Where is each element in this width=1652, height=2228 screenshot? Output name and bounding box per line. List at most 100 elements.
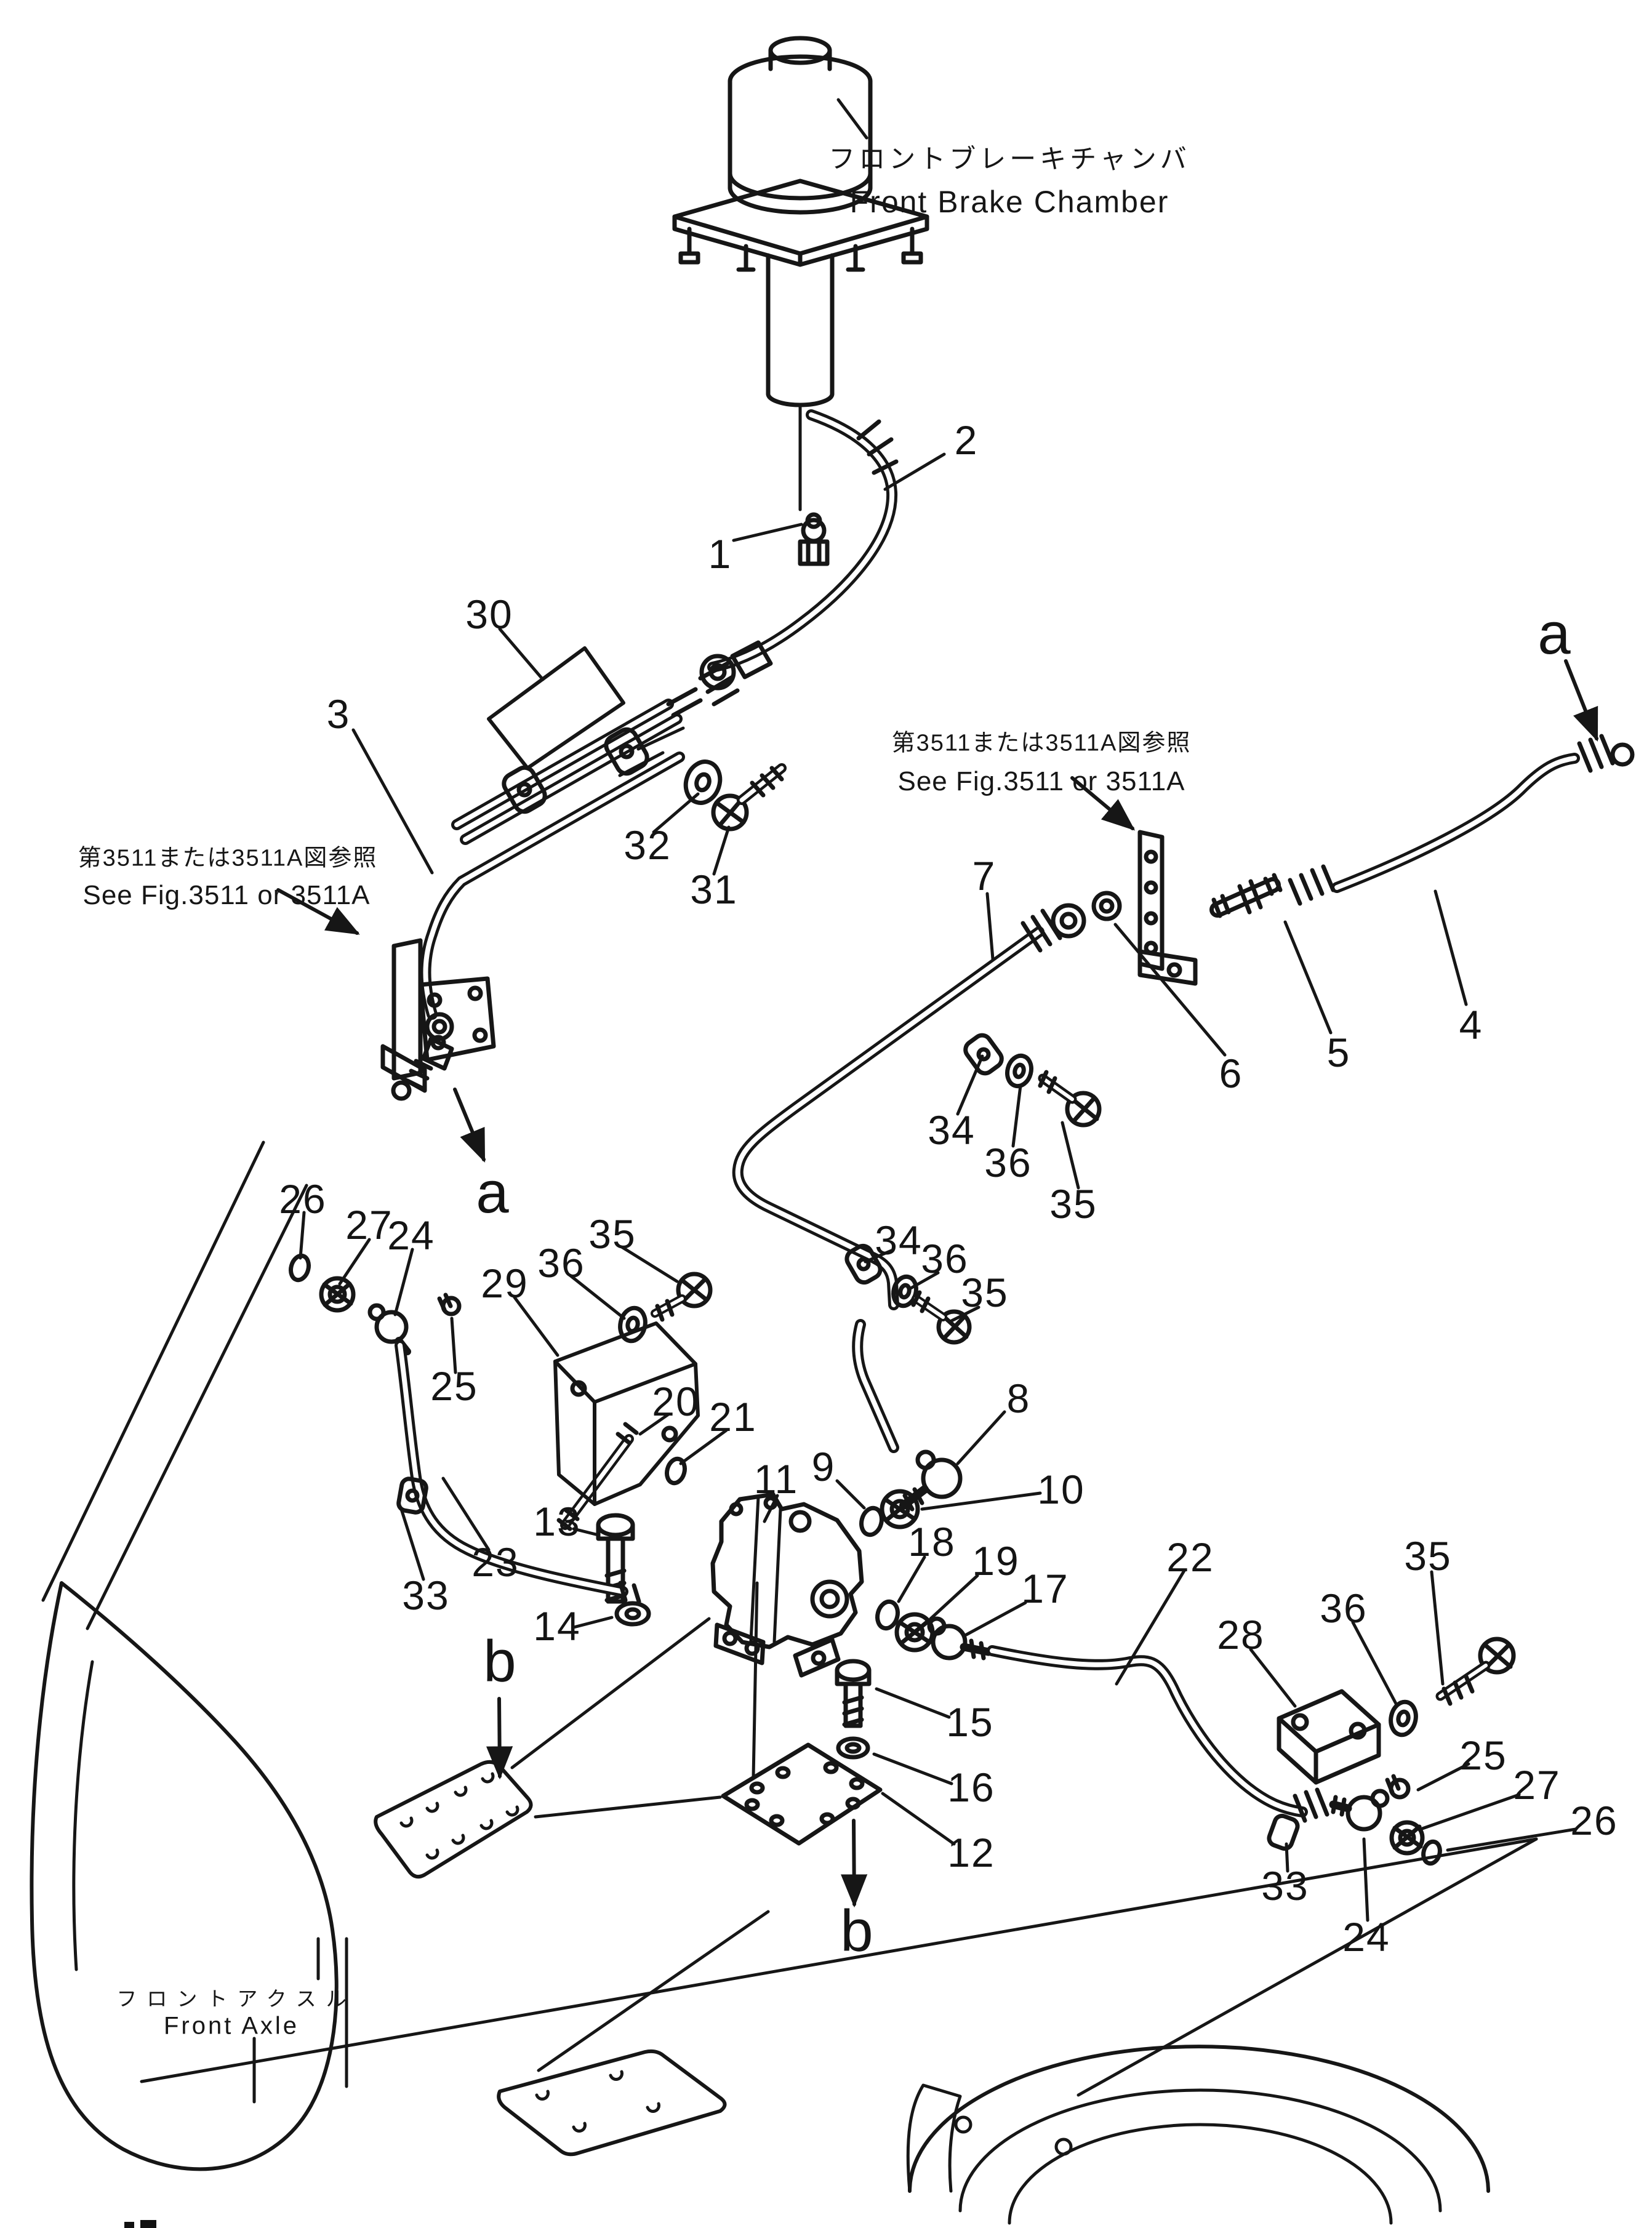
- nut-27-left: [319, 1276, 356, 1313]
- callout-35: 35: [1404, 1533, 1452, 1579]
- section-marker-b: b: [483, 1629, 516, 1694]
- callout-32: 32: [624, 822, 672, 868]
- washer-14: [614, 1601, 651, 1627]
- callout-34: 34: [928, 1107, 976, 1153]
- callout-24: 24: [1342, 1914, 1390, 1960]
- callout-16: 16: [947, 1765, 995, 1810]
- ref-note-right-en: See Fig.3511 or 3511A: [897, 766, 1185, 796]
- callout-8: 8: [1006, 1376, 1031, 1421]
- title-leader-line: [836, 98, 868, 140]
- washer-36-right: [1389, 1699, 1418, 1737]
- nut-6: [1091, 891, 1122, 921]
- section-a-left-arrow: [453, 1088, 486, 1163]
- callout-33: 33: [402, 1573, 450, 1618]
- callout-18: 18: [908, 1519, 956, 1565]
- leader-lines: [299, 452, 1578, 1922]
- callout-28: 28: [1217, 1612, 1265, 1657]
- callout-31: 31: [690, 867, 738, 912]
- pipe-7: [732, 903, 1086, 1453]
- nut-10: [880, 1489, 920, 1529]
- fitting-1: [798, 512, 830, 566]
- callout-26: 26: [1570, 1798, 1618, 1843]
- callout-23: 23: [471, 1539, 519, 1585]
- bracket-29: [553, 1321, 700, 1506]
- pipe-3: [420, 751, 685, 1020]
- bracket-right: [1137, 830, 1198, 986]
- callout-36: 36: [1320, 1585, 1368, 1631]
- brake-chamber: [672, 36, 929, 511]
- page-number-partial: [124, 2222, 134, 2228]
- callout-5: 5: [1326, 1030, 1351, 1075]
- ref-note-left-en: See Fig.3511 or 3511A: [82, 880, 371, 910]
- ref-note-left-jp: 第3511または3511A図参照: [78, 845, 378, 872]
- callout-3: 3: [326, 691, 351, 737]
- reference-arrows: [276, 659, 1598, 1908]
- oring-18: [875, 1599, 900, 1631]
- clamp-33-left: [396, 1477, 428, 1515]
- bolt-15: [835, 1659, 872, 1728]
- callout-36: 36: [921, 1236, 969, 1281]
- bolt-35-lower: [911, 1290, 972, 1345]
- callout-9: 9: [811, 1444, 836, 1489]
- front-axle: [30, 1140, 1538, 2225]
- bolt-35-mid: [651, 1272, 713, 1322]
- callout-25: 25: [1459, 1733, 1507, 1778]
- callout-14: 14: [533, 1603, 581, 1649]
- callout-27: 27: [1513, 1762, 1561, 1808]
- pipe-23: [395, 1340, 641, 1604]
- pump-11: [510, 1492, 864, 1779]
- ref-note-right-jp: 第3511または3511A図参照: [891, 730, 1192, 756]
- callout-11: 11: [753, 1456, 799, 1502]
- nipple-5: [1209, 873, 1283, 918]
- callout-24: 24: [387, 1212, 435, 1258]
- axle-label-jp: フロントアクスル: [116, 1987, 356, 2010]
- clamp-33-right: [1267, 1813, 1300, 1851]
- callout-35: 35: [588, 1211, 636, 1257]
- callout-35: 35: [961, 1270, 1009, 1315]
- callout-13: 13: [533, 1499, 581, 1544]
- hose-4: [1288, 734, 1635, 906]
- axle-label-en: Front Axle: [163, 2012, 300, 2040]
- tube-20: [556, 1422, 639, 1531]
- callout-1: 1: [708, 531, 732, 577]
- plug-25-right: [1385, 1774, 1411, 1800]
- callout-7: 7: [972, 853, 996, 899]
- oring-26-left: [289, 1253, 311, 1283]
- callout-15: 15: [946, 1699, 994, 1745]
- callout-30: 30: [465, 591, 513, 637]
- plate-12: [721, 1742, 883, 1846]
- plug-25-left: [437, 1292, 462, 1316]
- section-a-right-arrow: [1564, 659, 1598, 742]
- oring-26-right: [1421, 1839, 1442, 1866]
- callout-6: 6: [1219, 1051, 1243, 1096]
- bolt-35-right: [1435, 1637, 1516, 1706]
- nut-27-right: [1389, 1820, 1425, 1856]
- see-fig-left-arrow: [276, 888, 360, 935]
- callout-27: 27: [345, 1202, 393, 1248]
- callout-21: 21: [709, 1394, 757, 1440]
- oring-21: [665, 1456, 687, 1486]
- section-b-upper-arrow: [486, 1697, 513, 1780]
- hose-assembly-30: [451, 646, 740, 845]
- bolt-31: [711, 763, 787, 831]
- washer-32: [683, 759, 723, 805]
- callout-35: 35: [1049, 1181, 1097, 1227]
- callout-22: 22: [1166, 1534, 1214, 1580]
- chamber-label-en: Front Brake Chamber: [849, 185, 1169, 219]
- bracket-28: [1277, 1689, 1381, 1785]
- callout-34: 34: [875, 1217, 923, 1263]
- callout-10: 10: [1037, 1467, 1085, 1512]
- elbow-17: [927, 1616, 993, 1661]
- washer-36-mid: [618, 1305, 648, 1344]
- see-fig-right-arrow: [1070, 776, 1136, 831]
- bracket-left: [380, 938, 496, 1101]
- callout-36: 36: [537, 1240, 585, 1286]
- oring-9: [859, 1505, 884, 1537]
- clamp-34-upper: [963, 1033, 1004, 1076]
- washer-36-upper: [1005, 1053, 1033, 1089]
- elbow-24-right: [1329, 1789, 1390, 1832]
- callout-17: 17: [1021, 1566, 1069, 1611]
- callout-19: 19: [972, 1538, 1020, 1584]
